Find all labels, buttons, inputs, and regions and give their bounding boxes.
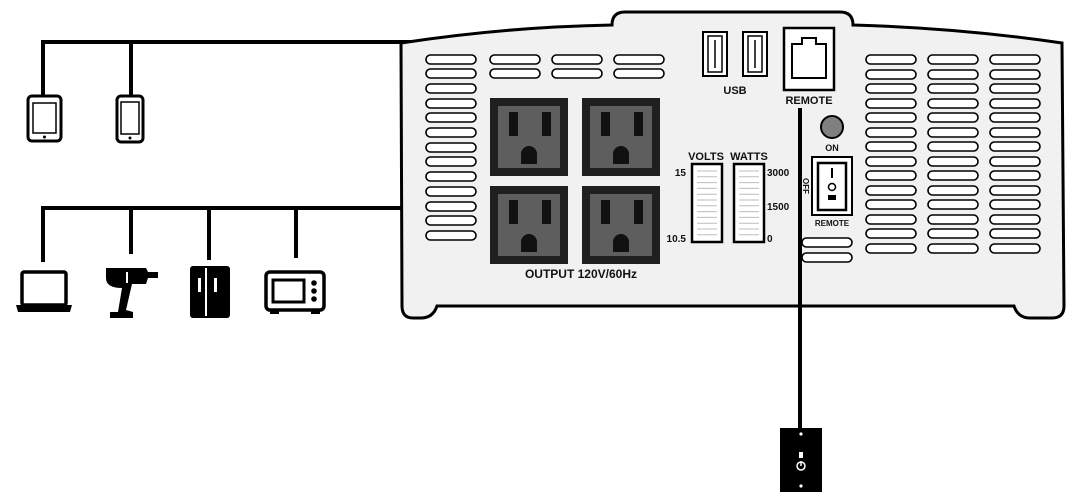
vent-slot (865, 127, 917, 138)
vent-slot (865, 141, 917, 152)
vent-slot (927, 98, 979, 109)
switch-remote-label: REMOTE (815, 219, 850, 228)
vent-slot (989, 69, 1041, 80)
vent-slot (865, 98, 917, 109)
vent-slot (927, 228, 979, 239)
vent-slot (613, 68, 665, 79)
outlet-wire (41, 206, 500, 262)
vent-slot (425, 171, 477, 182)
volts-label: VOLTS (688, 151, 724, 163)
vent-slot (425, 127, 477, 138)
vent-slot (989, 127, 1041, 138)
vent-slot (989, 112, 1041, 123)
remote-port-label: REMOTE (785, 95, 832, 107)
watts-scale-high: 3000 (767, 168, 790, 179)
vent-slot (989, 199, 1041, 210)
vent-slot (989, 243, 1041, 254)
vent-slot (989, 98, 1041, 109)
vent-slot (865, 156, 917, 167)
vent-slot (865, 243, 917, 254)
microwave-icon (264, 270, 326, 314)
vent-slot (927, 156, 979, 167)
vent-slot (989, 141, 1041, 152)
vent-slot (927, 141, 979, 152)
vent-slot (425, 98, 477, 109)
vent-slot (989, 156, 1041, 167)
volts-scale-high: 15 (675, 168, 687, 179)
vent-slot (489, 54, 541, 65)
watts-label: WATTS (730, 151, 768, 163)
vent-slot (425, 186, 477, 197)
switch-on-label: ON (825, 143, 839, 153)
vent-slot (425, 201, 477, 212)
vent-slot (865, 69, 917, 80)
vent-slot (865, 199, 917, 210)
vent-slot (801, 237, 853, 248)
vent-slot (989, 214, 1041, 225)
vent-slot (865, 83, 917, 94)
vent-slot (989, 185, 1041, 196)
vent-slot (425, 83, 477, 94)
vent-slot (989, 83, 1041, 94)
volts-meter (690, 162, 724, 244)
vent-slot (989, 54, 1041, 65)
laptop-icon (16, 270, 72, 312)
usb-port-1[interactable] (702, 31, 728, 77)
vent-slot (489, 68, 541, 79)
power-switch[interactable] (811, 156, 853, 216)
watts-scale-mid: 1500 (767, 202, 790, 213)
vent-slot (927, 54, 979, 65)
vent-slot (865, 54, 917, 65)
power-drill-icon (106, 268, 158, 318)
switch-off-label: OFF (801, 178, 810, 194)
vent-slot (927, 199, 979, 210)
vent-slot (927, 214, 979, 225)
vent-slot (425, 112, 477, 123)
vent-slot (927, 185, 979, 196)
vent-slot (425, 156, 477, 167)
vent-slot (927, 69, 979, 80)
vent-slot (865, 214, 917, 225)
vent-slot (865, 170, 917, 181)
usb-label: USB (723, 85, 746, 97)
vent-slot (865, 228, 917, 239)
ac-outlet-3[interactable] (490, 186, 568, 264)
vent-slot (865, 112, 917, 123)
vent-slot (613, 54, 665, 65)
vent-slot (551, 54, 603, 65)
vent-slot (927, 243, 979, 254)
usb-port-2[interactable] (742, 31, 768, 77)
remote-port[interactable] (782, 26, 836, 92)
ac-outlets (490, 98, 660, 264)
tablet-icon (26, 94, 63, 143)
volts-scale-low: 10.5 (667, 234, 687, 245)
vent-slot (425, 215, 477, 226)
vent-slot (865, 185, 917, 196)
vent-slot (927, 112, 979, 123)
ac-outlet-1[interactable] (490, 98, 568, 176)
vent-slot (425, 230, 477, 241)
power-indicator-light (820, 115, 844, 139)
refrigerator-icon (190, 266, 230, 318)
output-label: OUTPUT 120V/60Hz (525, 267, 637, 281)
ventilation-slots (425, 54, 1041, 263)
vent-slot (989, 170, 1041, 181)
vent-slot (927, 127, 979, 138)
smartphone-icon (115, 94, 145, 144)
watts-meter (732, 162, 766, 244)
vent-slot (927, 170, 979, 181)
watts-scale-low: 0 (767, 234, 773, 245)
vent-slot (989, 228, 1041, 239)
vent-slot (801, 252, 853, 263)
vent-slot (425, 68, 477, 79)
vent-slot (551, 68, 603, 79)
remote-switch-panel-icon (780, 428, 822, 492)
ac-outlet-2[interactable] (582, 98, 660, 176)
ac-outlet-4[interactable] (582, 186, 660, 264)
vent-slot (927, 83, 979, 94)
vent-slot (425, 54, 477, 65)
vent-slot (425, 142, 477, 153)
